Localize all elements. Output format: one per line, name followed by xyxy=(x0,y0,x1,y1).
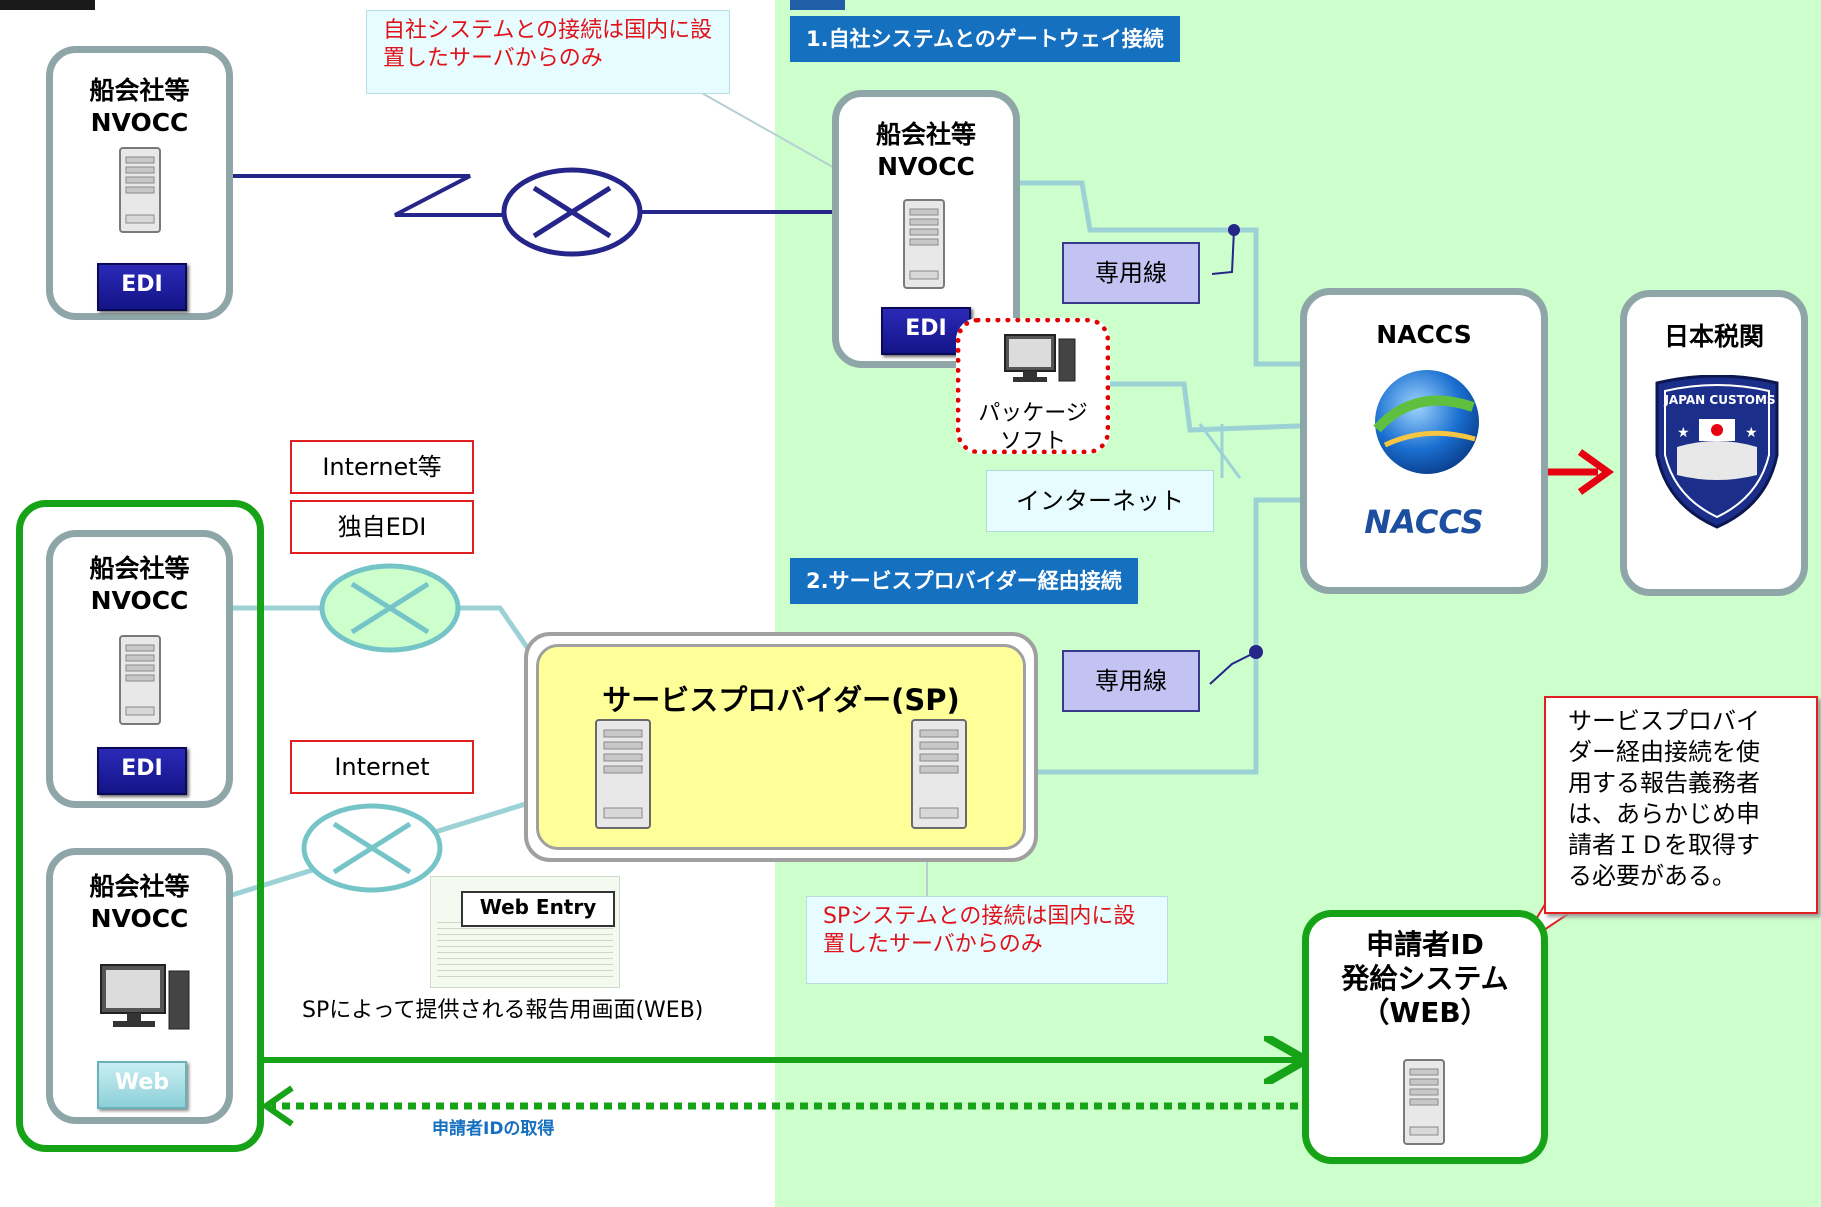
navy-line-top xyxy=(232,174,505,217)
server-icon xyxy=(119,147,161,233)
carrier-node-web: 船会社等 NVOCC Web xyxy=(46,848,233,1124)
naccs-node: NACCS NACCS xyxy=(1300,288,1548,594)
service-provider-title: サービスプロバイダー(SP) xyxy=(602,683,960,717)
carrier-node-top-left: 船会社等 NVOCC EDI xyxy=(46,46,233,320)
web-entry-screenshot: Web Entry xyxy=(430,876,620,988)
customs-emblem-star-right: ★ xyxy=(1745,425,1758,441)
network-cloud-top-x2 xyxy=(532,185,612,239)
proprietary-edi-label: 独自EDI xyxy=(290,500,474,554)
applicant-id-obtain-label: 申請者IDの取得 xyxy=(432,1119,555,1139)
dedicated-line-label-2: 専用線 xyxy=(1062,650,1200,712)
carrier-type: NVOCC xyxy=(90,586,189,615)
customs-title: 日本税関 xyxy=(1663,322,1764,351)
customs-logo-text: JAPAN CUSTOMS xyxy=(1664,393,1776,407)
naccs-title: NACCS xyxy=(1376,320,1472,349)
corner-block-blue xyxy=(790,0,845,10)
edi-badge: EDI xyxy=(97,263,187,311)
network-cloud-top xyxy=(501,167,643,257)
edi-badge: EDI xyxy=(97,747,187,795)
server-icon xyxy=(119,635,161,725)
server-icon xyxy=(903,199,945,289)
network-cloud-edi-x2 xyxy=(350,581,430,635)
package-software-line1: パッケージ xyxy=(978,401,1088,426)
applicant-id-line3: （WEB） xyxy=(1361,996,1489,1029)
carrier-type: NVOCC xyxy=(90,108,189,137)
carrier-name: 船会社等 xyxy=(89,872,190,901)
applicant-id-line1: 申請者ID xyxy=(1366,928,1484,961)
carrier-name: 船会社等 xyxy=(875,120,976,149)
sp-banner: 2.サービスプロバイダー経由接続 xyxy=(790,558,1138,604)
internet-label-red: Internet xyxy=(290,740,474,794)
requirement-callout: サービスプロバイダー経由接続を使用する報告義務者は、あらかじめ申請者ＩＤを取得す… xyxy=(1544,696,1818,914)
carrier-name: 船会社等 xyxy=(89,76,190,105)
sp-report-screen-caption: SPによって提供される報告用画面(WEB) xyxy=(302,998,704,1023)
carrier-type: NVOCC xyxy=(877,152,975,181)
naccs-to-customs-arrowhead xyxy=(1577,449,1615,495)
package-software-node: パッケージ ソフト xyxy=(956,318,1110,454)
gateway-banner: 1.自社システムとのゲートウェイ接続 xyxy=(790,16,1180,62)
web-entry-label: Web Entry xyxy=(461,891,615,927)
id-return-arrowhead xyxy=(260,1085,294,1127)
computer-icon xyxy=(1004,334,1076,382)
package-line xyxy=(1106,381,1350,430)
edi-badge: EDI xyxy=(881,307,971,355)
carrier-type: NVOCC xyxy=(90,904,189,933)
gateway-line xyxy=(1018,180,1350,364)
sp-server-left-icon xyxy=(595,719,651,829)
dedicated-dot-2 xyxy=(1249,645,1263,659)
internet-label: インターネット xyxy=(986,470,1214,532)
web-entry-lines xyxy=(437,917,613,981)
sp-domestic-server-note: SPシステムとの接続は国内に設置したサーバからのみ xyxy=(806,896,1168,984)
dedicated-dot-1 xyxy=(1228,224,1240,236)
web-badge: Web xyxy=(97,1061,187,1109)
customs-emblem-star-left: ★ xyxy=(1677,425,1690,441)
sp-users-group xyxy=(16,500,264,1152)
naccs-logo-text: NACCS xyxy=(1364,503,1484,541)
carrier-node-edi: 船会社等 NVOCC EDI xyxy=(46,530,233,808)
corner-block xyxy=(0,0,95,10)
package-software-line2: ソフト xyxy=(999,429,1066,454)
sp-server-right-icon xyxy=(911,719,967,829)
internet-etc-label: Internet等 xyxy=(290,440,474,494)
carrier-name: 船会社等 xyxy=(89,554,190,583)
dedicated-pointer-2 xyxy=(1209,651,1257,685)
applicant-id-line2: 発給システム xyxy=(1341,962,1509,995)
computer-icon xyxy=(100,964,190,1030)
server-icon xyxy=(1403,1059,1445,1145)
customs-node: 日本税関 ★ ★ JAPAN CUSTOMS xyxy=(1620,290,1808,596)
customs-emblem-icon: ★ ★ xyxy=(1655,375,1779,529)
internet-line-pointer xyxy=(1198,423,1242,479)
dedicated-pointer-1 xyxy=(1211,229,1235,275)
dedicated-line-label-1: 専用線 xyxy=(1062,242,1200,304)
naccs-logo-icon xyxy=(1373,370,1479,474)
requirement-callout-text: サービスプロバイダー経由接続を使用する報告義務者は、あらかじめ申請者ＩＤを取得す… xyxy=(1568,707,1760,890)
applicant-id-system-node: 申請者ID 発給システム （WEB） xyxy=(1302,910,1548,1164)
domestic-server-note: 自社システムとの接続は国内に設置したサーバからのみ xyxy=(366,10,730,94)
network-cloud-web-x2 xyxy=(332,821,412,875)
